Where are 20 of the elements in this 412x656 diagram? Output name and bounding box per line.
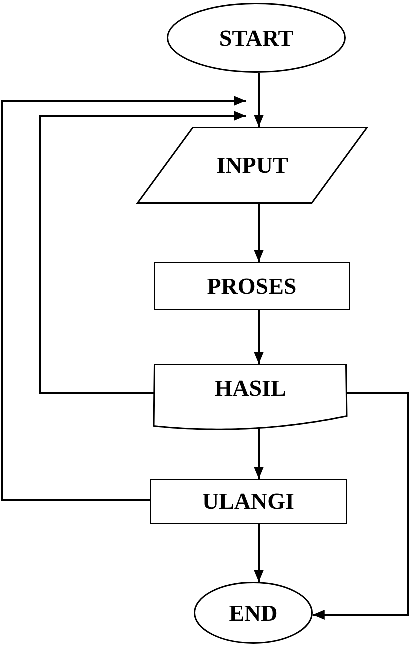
arrow bbox=[254, 428, 264, 479]
process-box bbox=[154, 262, 350, 310]
loop-arrow bbox=[312, 392, 409, 620]
step-label: ULANGI bbox=[202, 490, 294, 513]
document-shape bbox=[154, 364, 347, 431]
arrow bbox=[254, 72, 264, 127]
arrow bbox=[254, 310, 264, 364]
arrow bbox=[254, 204, 264, 262]
arrow bbox=[254, 524, 264, 582]
step-label: END bbox=[229, 602, 278, 624]
loop-arrow bbox=[39, 111, 246, 394]
step-label: PROSES bbox=[207, 274, 297, 298]
loop-arrow bbox=[1, 96, 246, 501]
step-label: HASIL bbox=[214, 377, 286, 400]
step-label: INPUT bbox=[216, 154, 288, 177]
terminal-ellipse bbox=[167, 3, 346, 73]
input-parallelogram bbox=[137, 127, 368, 204]
step-label: START bbox=[219, 26, 294, 50]
process-box bbox=[150, 479, 347, 524]
terminal-ellipse bbox=[194, 582, 313, 644]
